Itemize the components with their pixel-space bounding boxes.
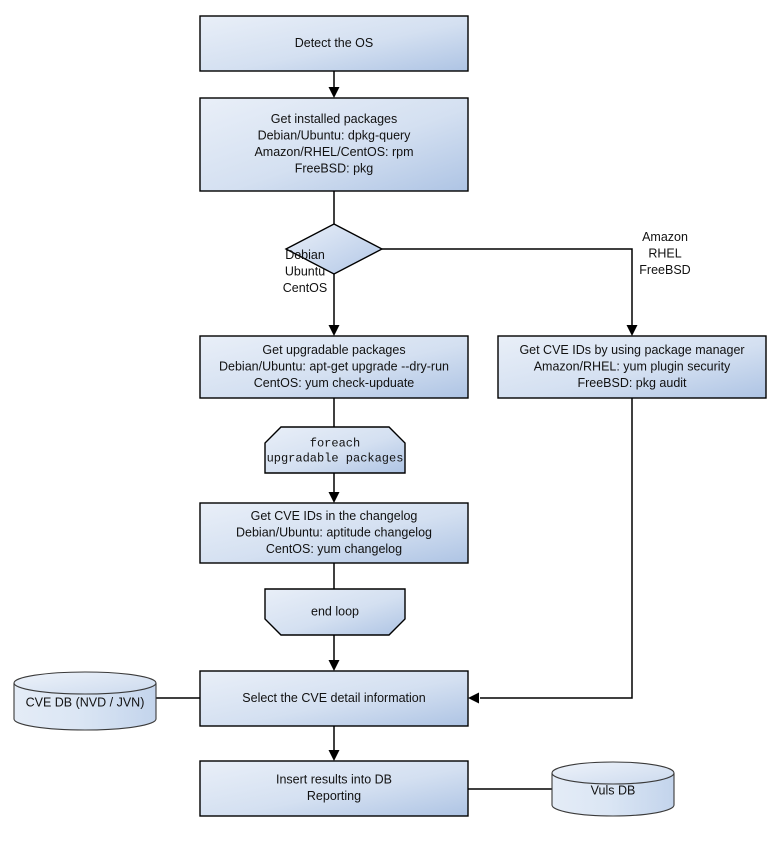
- node-text-cve-db-line-0: CVE DB (NVD / JVN): [26, 695, 145, 709]
- node-text-end-loop-line-0: end loop: [311, 604, 359, 618]
- arrow-head-select-to-insert: [328, 750, 340, 761]
- arrow-head-package-manager-to-select: [468, 692, 479, 704]
- node-text-get-upgradable-packages-line-1: Debian/Ubuntu: apt-get upgrade --dry-run: [219, 359, 449, 373]
- node-text-get-installed-packages-line-1: Debian/Ubuntu: dpkg-query: [258, 129, 412, 143]
- node-text-get-cve-ids-package-manager-line-0: Get CVE IDs by using package manager: [519, 343, 744, 357]
- arrow-head-decision-to-package-manager: [626, 325, 638, 336]
- connector-detect-os-to-installed: [328, 71, 340, 98]
- node-insert-results: Insert results into DB Reporting: [199, 760, 469, 817]
- node-loop-end-end-loop[interactable]: [264, 588, 406, 636]
- node-get-cve-ids-package-manager: Get CVE IDs by using package managerAmaz…: [497, 335, 767, 399]
- connector-decision-to-upgradable: [328, 274, 340, 336]
- node-cylinder-body-cve-db[interactable]: [13, 683, 157, 731]
- connector-foreach-to-changelog: [328, 473, 340, 503]
- edge-label-branch-amazon-line-2: FreeBSD: [639, 263, 690, 277]
- node-text-get-upgradable-packages-line-0: Get upgradable packages: [262, 343, 405, 357]
- node-text-get-cve-ids-changelog-line-1: Debian/Ubuntu: aptitude changelog: [236, 525, 432, 539]
- edge-label-branch-debian-line-2: CentOS: [283, 281, 327, 295]
- node-select-cve-detail: Select the CVE detail information: [199, 670, 469, 727]
- node-box-get-upgradable-packages[interactable]: [199, 335, 469, 399]
- node-text-get-installed-packages-line-3: FreeBSD: pkg: [295, 162, 374, 176]
- node-text-get-cve-ids-changelog-line-2: CentOS: yum changelog: [266, 542, 402, 556]
- arrow-head-endloop-to-select: [328, 660, 340, 671]
- edge-label-branch-amazon-line-0: Amazon: [642, 230, 688, 244]
- connector-endloop-to-select: [328, 635, 340, 671]
- node-box-detect-os[interactable]: [199, 15, 469, 72]
- node-text-detect-os-line-0: Detect the OS: [295, 36, 374, 50]
- node-text-get-cve-ids-package-manager-line-2: FreeBSD: pkg audit: [577, 376, 687, 390]
- node-box-get-installed-packages[interactable]: [199, 97, 469, 192]
- node-diamond-os-decision[interactable]: [284, 223, 384, 275]
- node-cylinder-top-cve-db: [13, 671, 157, 695]
- connector-package-manager-to-select: [468, 398, 633, 704]
- connector-line-package-manager-to-select: [480, 398, 633, 699]
- node-text-foreach-loop-start-line-0: foreach: [310, 437, 360, 451]
- arrow-head-decision-to-upgradable: [328, 325, 340, 336]
- node-vuls-db: Vuls DB: [551, 761, 675, 817]
- edge-label-branch-amazon-line-1: RHEL: [648, 246, 681, 260]
- node-detect-os: Detect the OS: [199, 15, 469, 72]
- node-box-get-cve-ids-changelog[interactable]: [199, 502, 469, 564]
- arrow-head-foreach-to-changelog: [328, 492, 340, 503]
- node-cylinder-body-vuls-db[interactable]: [551, 773, 675, 817]
- node-text-insert-results-line-1: Reporting: [307, 789, 361, 803]
- node-cylinder-top-vuls-db: [551, 761, 675, 785]
- node-get-cve-ids-changelog: Get CVE IDs in the changelogDebian/Ubunt…: [199, 502, 469, 564]
- connectors-group: [156, 71, 638, 790]
- node-text-get-installed-packages-line-2: Amazon/RHEL/CentOS: rpm: [254, 145, 413, 159]
- connector-decision-to-package-manager: [382, 248, 638, 336]
- node-text-get-upgradable-packages-line-2: CentOS: yum check-upduate: [254, 376, 415, 390]
- node-box-select-cve-detail[interactable]: [199, 670, 469, 727]
- node-box-get-cve-ids-package-manager[interactable]: [497, 335, 767, 399]
- node-text-insert-results-line-0: Insert results into DB: [276, 773, 392, 787]
- node-os-decision: [284, 223, 384, 275]
- node-text-get-cve-ids-changelog-line-0: Get CVE IDs in the changelog: [251, 509, 418, 523]
- node-text-get-installed-packages-line-0: Get installed packages: [271, 112, 397, 126]
- node-cve-db: CVE DB (NVD / JVN): [13, 671, 157, 731]
- nodes-group: Detect the OS Get installed packagesDebia…: [13, 15, 767, 817]
- arrow-head-detect-os-to-installed: [328, 87, 340, 98]
- node-end-loop: end loop: [264, 588, 406, 636]
- node-loop-start-foreach-loop-start[interactable]: [264, 426, 406, 474]
- node-text-select-cve-detail-line-0: Select the CVE detail information: [242, 691, 425, 705]
- node-text-foreach-loop-start-line-1: upgradable packages: [267, 452, 404, 466]
- node-text-get-cve-ids-package-manager-line-1: Amazon/RHEL: yum plugin security: [534, 359, 731, 373]
- connector-line-decision-to-package-manager: [382, 248, 633, 330]
- edge-label-branch-debian-line-1: Ubuntu: [285, 264, 325, 278]
- node-text-vuls-db-line-0: Vuls DB: [591, 783, 636, 797]
- node-box-insert-results[interactable]: [199, 760, 469, 817]
- connector-select-to-insert: [328, 726, 340, 761]
- edge-label-branch-debian-line-0: Debian: [285, 248, 325, 262]
